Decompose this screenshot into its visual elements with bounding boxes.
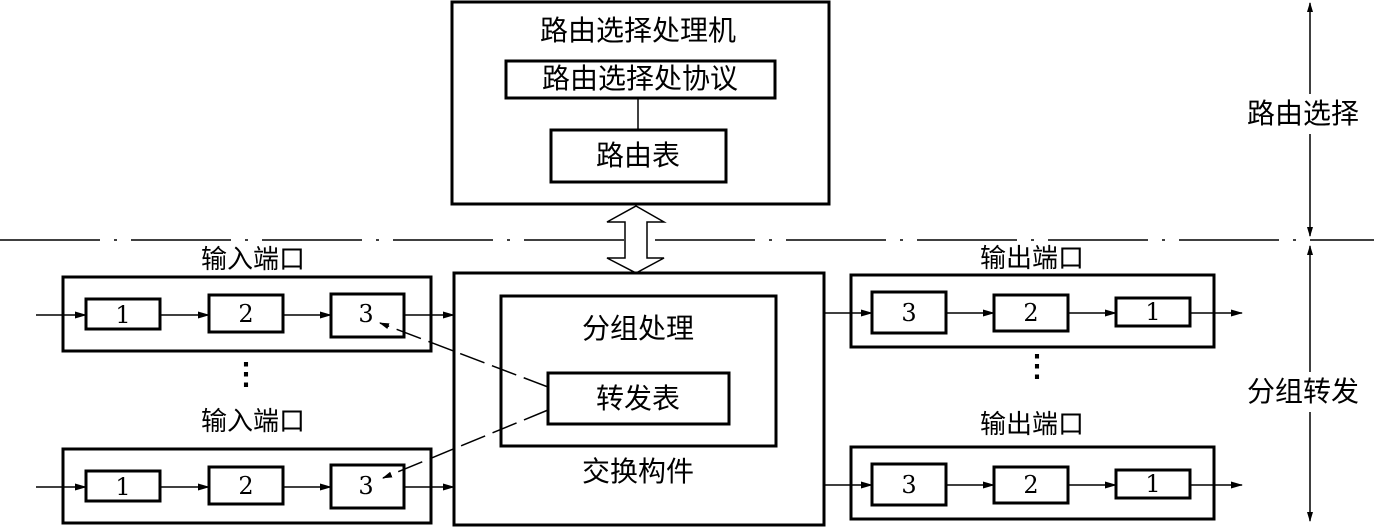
- routing-protocol-label: 路由选择处协议: [541, 62, 739, 95]
- output-1-slot-2: 2: [1023, 299, 1039, 327]
- input-port-2: [36, 447, 455, 525]
- input-port-1: [36, 275, 455, 353]
- input-2-slot-1: 1: [115, 473, 131, 501]
- switch-fabric-label: 交换构件: [581, 455, 695, 488]
- input-ports-ellipsis: ⋮: [231, 357, 261, 392]
- forwarding-layer-label: 分组转发: [1247, 375, 1360, 408]
- forwarding-table-box: [546, 371, 731, 426]
- output-port-2-label: 输出端口: [979, 410, 1085, 440]
- output-1-slot-3: 1: [1145, 298, 1161, 326]
- output-port-1-label: 输出端口: [979, 244, 1085, 274]
- input-1-slot-3: 3: [358, 300, 374, 328]
- forwarding-table-label: 转发表: [595, 382, 681, 415]
- routing-table-box: [549, 128, 728, 184]
- routing-processor-box: [450, 0, 831, 206]
- input-1-slot-2: 2: [238, 300, 254, 328]
- output-2-slot-2: 2: [1023, 471, 1039, 499]
- packet-processing-label: 分组处理: [581, 312, 695, 345]
- routing-table-label: 路由表: [595, 139, 681, 172]
- routing-processor-title: 路由选择处理机: [539, 14, 737, 47]
- output-ports-ellipsis: ⋮: [1022, 349, 1052, 384]
- output-2-slot-1: 3: [901, 471, 917, 499]
- output-2-slot-3: 1: [1145, 470, 1161, 498]
- input-1-slot-1: 1: [115, 301, 131, 329]
- switch-fabric-box: [452, 271, 826, 527]
- input-port-1-label: 输入端口: [200, 245, 306, 275]
- lookup-line-bottom: [382, 409, 549, 479]
- output-1-slot-1: 3: [901, 299, 917, 327]
- routing-layer-label: 路由选择: [1247, 97, 1360, 130]
- routing-protocol-box: [504, 59, 777, 100]
- input-2-slot-3: 3: [358, 472, 374, 500]
- lookup-line-top: [379, 322, 549, 388]
- input-2-slot-2: 2: [238, 472, 254, 500]
- output-port-2: [824, 445, 1243, 521]
- input-port-2-label: 输入端口: [200, 407, 306, 437]
- output-port-1: [824, 273, 1243, 349]
- packet-processing-box: [499, 294, 778, 448]
